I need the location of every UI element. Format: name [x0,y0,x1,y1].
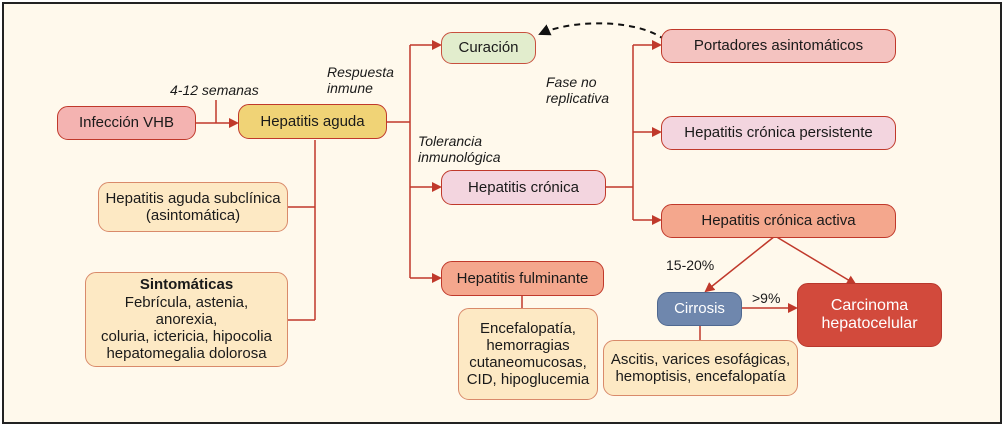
carcinoma-line-1: Carcinoma [830,296,909,314]
sintomaticas-box: Sintomáticas Febrícula, astenia, anorexi… [85,272,288,367]
sintomaticas-line-1: Febrícula, astenia, anorexia, [124,293,249,328]
fase-line-2: replicativa [546,90,610,107]
porcentaje-cirrosis-label: 15-20% [666,257,715,273]
fase-line-1: Fase no [546,74,597,90]
tolerancia-line-2: inmunológica [418,149,501,166]
carcinoma-line-2: hepatocelular [821,315,918,332]
respuesta-line-2: inmune [327,80,373,97]
porcentaje-carcinoma-label: >9% [752,290,781,306]
hepatitis-cronica-persistente-box: Hepatitis crónica persistente [661,116,896,150]
semanas-label: 4-12 semanas [170,82,259,98]
hepatitis-cronica-box: Hepatitis crónica [441,170,606,205]
tolerancia-inmunologica-label: Tolerancia inmunológica [418,133,501,165]
tolerancia-line-1: Tolerancia [418,133,483,149]
respuesta-line-1: Respuesta [327,64,394,80]
subclinica-line-2: (asintomática) [145,207,241,224]
subclinica-line-1: Hepatitis aguda subclínica [105,189,281,207]
carcinoma-hepatocelular-box: Carcinoma hepatocelular [797,283,942,347]
cirrosis-box: Cirrosis [657,292,742,326]
sintomaticas-line-2: coluria, ictericia, hipocolia [101,328,272,346]
curacion-box: Curación [441,32,536,64]
hepatitis-aguda-subclinica-box: Hepatitis aguda subclínica (asintomática… [98,182,288,232]
cirrosis-sintomas-box: Ascitis, varices esofágicas, hemoptisis,… [603,340,798,396]
fulminante-sx-line-3: cutaneomucosas, [469,354,587,371]
sintomaticas-line-3: hepatomegalia dolorosa [106,345,267,363]
fulminante-sx-line-4: CID, hipoglucemia [466,371,590,389]
cirrosis-sx-line-1: Ascitis, varices esofágicas, [610,350,791,368]
portadores-asintomaticos-box: Portadores asintomáticos [661,29,896,63]
hepatitis-fulminante-box: Hepatitis fulminante [441,261,604,296]
sintomaticas-title: Sintomáticas [139,276,234,294]
infeccion-vhb-box: Infección VHB [57,106,196,140]
respuesta-inmune-label: Respuesta inmune [327,64,394,96]
hepatitis-aguda-box: Hepatitis aguda [238,104,387,139]
fulminante-sintomas-box: Encefalopatía, hemorragias cutaneomucosa… [458,308,598,400]
fulminante-sx-line-1: Encefalopatía, [480,319,576,337]
cirrosis-sx-line-2: hemoptisis, encefalopatía [615,368,786,385]
fase-no-replicativa-label: Fase no replicativa [546,74,609,106]
fulminante-sx-line-2: hemorragias [486,336,570,354]
hepatitis-cronica-activa-box: Hepatitis crónica activa [661,204,896,238]
